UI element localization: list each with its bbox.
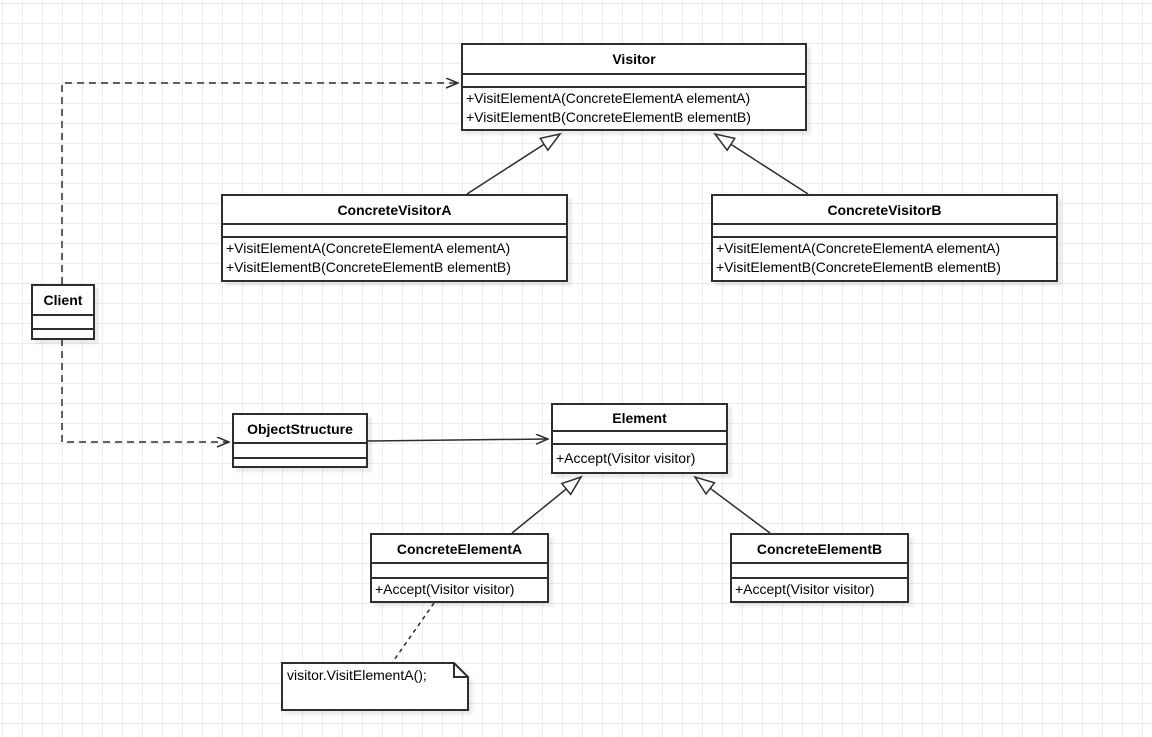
class-methods: +Accept(Visitor visitor) [372,579,547,600]
class-attributes [732,564,907,579]
class-methods [33,330,93,332]
edge-concretevisitorb-to-visitor[interactable] [715,134,809,195]
class-methods: +VisitElementA(ConcreteElementA elementA… [223,238,566,278]
class-title: Visitor [463,45,805,75]
edge-concreteelementa-to-element[interactable] [511,477,581,534]
class-title: ConcreteElementA [372,535,547,564]
class-attributes [372,564,547,579]
class-title: ConcreteVisitorB [713,196,1056,225]
class-concrete-visitor-a[interactable]: ConcreteVisitorA +VisitElementA(Concrete… [221,194,568,282]
class-methods [234,459,366,461]
method: +VisitElementB(ConcreteElementB elementB… [716,259,1001,275]
class-title: Client [33,286,93,316]
edge-concreteelementa-to-note[interactable] [391,602,435,664]
class-methods: +VisitElementA(ConcreteElementA elementA… [713,238,1056,278]
edge-concretevisitora-to-visitor[interactable] [466,134,560,195]
edge-objectstructure-to-element[interactable] [367,439,548,441]
class-methods: +Accept(Visitor visitor) [732,579,907,600]
uml-note-shape[interactable] [281,662,469,711]
edge-concreteelementb-to-element[interactable] [695,477,771,534]
class-attributes [553,432,726,445]
class-methods: +VisitElementA(ConcreteElementA elementA… [463,88,805,128]
method: +VisitElementB(ConcreteElementB elementB… [226,259,511,275]
class-attributes [234,444,366,459]
class-concrete-visitor-b[interactable]: ConcreteVisitorB +VisitElementA(Concrete… [711,194,1058,282]
class-attributes [713,225,1056,238]
class-attributes [223,225,566,238]
class-title: Element [553,405,726,432]
class-attributes [33,316,93,330]
edge-client-to-objectstructure[interactable] [61,339,229,442]
class-title: ConcreteElementB [732,535,907,564]
method: +VisitElementA(ConcreteElementA elementA… [226,240,511,256]
class-element[interactable]: Element +Accept(Visitor visitor) [551,403,728,474]
class-client[interactable]: Client [31,284,95,340]
edge-client-to-visitor[interactable] [61,83,458,284]
method: +VisitElementB(ConcreteElementB elementB… [466,109,751,125]
method: +VisitElementA(ConcreteElementA elementA… [466,90,751,106]
class-concrete-element-a[interactable]: ConcreteElementA +Accept(Visitor visitor… [370,533,549,603]
class-visitor[interactable]: Visitor +VisitElementA(ConcreteElementA … [461,43,807,131]
method: +Accept(Visitor visitor) [556,450,696,466]
class-attributes [463,75,805,88]
note-fold-corner [453,663,468,678]
class-methods: +Accept(Visitor visitor) [553,445,726,469]
class-title: ObjectStructure [234,415,366,444]
uml-note-text: visitor.VisitElementA(); [287,667,427,683]
method: +VisitElementA(ConcreteElementA elementA… [716,240,1001,256]
method: +Accept(Visitor visitor) [375,581,515,597]
class-title: ConcreteVisitorA [223,196,566,225]
method: +Accept(Visitor visitor) [735,581,875,597]
class-object-structure[interactable]: ObjectStructure [232,413,368,468]
class-concrete-element-b[interactable]: ConcreteElementB +Accept(Visitor visitor… [730,533,909,603]
